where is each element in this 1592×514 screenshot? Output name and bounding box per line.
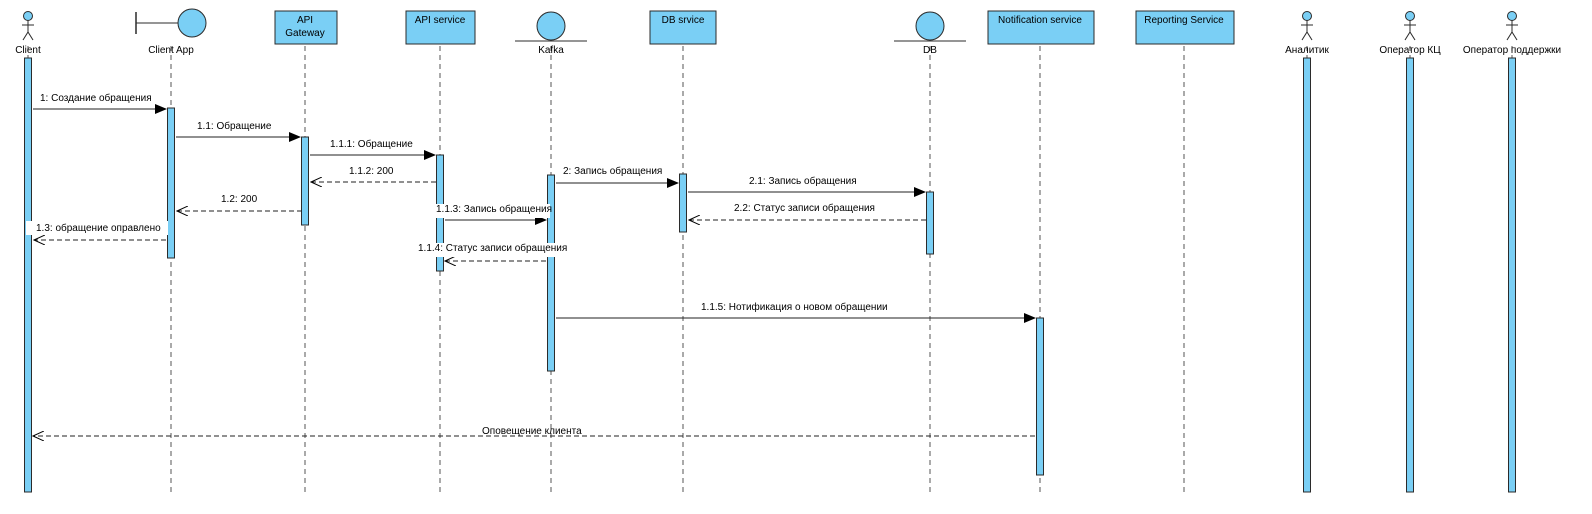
message-label-bg: [26, 221, 168, 235]
message-5: 2: Запись обращения: [556, 165, 679, 188]
message-6: 2.1: Запись обращения: [688, 175, 926, 197]
activation-client: [24, 57, 32, 493]
message-2: 1.1: Обращение: [176, 120, 301, 142]
activation-opkc: [1406, 57, 1414, 493]
message-9: 1.1.3: Запись обращения: [434, 203, 552, 225]
participant-notif[interactable]: Notification service: [987, 10, 1095, 45]
participant-analyst[interactable]: Аналитик: [1285, 11, 1329, 57]
message-12: 1.1.5: Нотификация о новом обращении: [556, 301, 1036, 323]
message-10: 1.3: обращение оправлено: [26, 221, 168, 240]
participant-name: Client App: [148, 45, 194, 56]
messages: 1: Создание обращения 1.1: Обращение 1.1.1…: [26, 90, 1036, 437]
activation-notif: [1036, 317, 1044, 476]
message-7: 1.2: 200: [177, 194, 302, 211]
boundary-icon: [135, 8, 207, 38]
entity-icon: [515, 11, 587, 42]
participant-name: Kafka: [538, 45, 564, 56]
participant-name: DB: [923, 45, 937, 56]
participant-name: Аналитик: [1285, 45, 1329, 56]
participant-opkc[interactable]: Оператор КЦ: [1379, 11, 1441, 57]
activation-dbsvc: [679, 173, 687, 233]
actor-icon: [1506, 11, 1518, 41]
message-1: 1: Создание обращения: [32, 90, 167, 114]
participant-name: Client: [15, 45, 41, 56]
participant-name: Reporting Service: [1144, 15, 1224, 26]
activation-analyst: [1303, 57, 1311, 493]
participant-client[interactable]: Client: [15, 11, 41, 57]
message-label: 1.2: 200: [221, 194, 258, 205]
activation-bars: [24, 57, 1516, 493]
message-4: 1.1.2: 200: [311, 166, 436, 182]
lifelines: [27, 46, 1513, 495]
participant-apisvc[interactable]: API service: [405, 10, 476, 45]
participant-db[interactable]: DB: [894, 11, 966, 56]
message-3: 1.1.1: Обращение: [310, 138, 436, 160]
participant-report[interactable]: Reporting Service: [1135, 10, 1235, 45]
actor-icon: [22, 11, 34, 41]
participant-box: [649, 10, 717, 45]
message-label: 1.1.4: Статус записи обращения: [418, 242, 567, 254]
participant-clientapp[interactable]: Client App: [135, 8, 207, 56]
message-label: 1: Создание обращения: [40, 92, 152, 104]
activation-clientapp: [167, 107, 175, 259]
message-label: 1.1.5: Нотификация о новом обращении: [701, 301, 888, 313]
message-label-bg: [416, 243, 570, 257]
activation-db: [926, 191, 934, 255]
message-label: 1.1.1: Обращение: [330, 138, 413, 150]
activation-kafka: [547, 174, 555, 372]
participant-box: [405, 10, 476, 45]
message-label: 2.1: Запись обращения: [749, 175, 857, 187]
participant-name: DB srvice: [662, 15, 705, 26]
message-label-bg: [434, 204, 550, 218]
entity-icon: [894, 11, 966, 42]
participant-kafka[interactable]: Kafka: [515, 11, 587, 56]
message-label: 1.1.3: Запись обращения: [436, 203, 552, 215]
message-label: 1.1.2: 200: [349, 166, 394, 177]
message-label: Оповещение клиента: [482, 426, 582, 437]
actor-icon: [1404, 11, 1416, 41]
actor-icon: [1301, 11, 1313, 41]
message-label: 2.2: Статус записи обращения: [734, 202, 875, 214]
message-label: 1.3: обращение оправлено: [36, 222, 161, 234]
participant-box: [987, 10, 1095, 45]
participant-name: Notification service: [998, 15, 1082, 26]
message-13: Оповещение клиента: [33, 426, 1035, 437]
participant-name: Оператор КЦ: [1379, 45, 1441, 56]
activation-gateway: [301, 136, 309, 226]
participant-name: Оператор поддержки: [1463, 45, 1561, 56]
participant-box: [1135, 10, 1235, 45]
activation-opsup: [1508, 57, 1516, 493]
participant-name: API service: [415, 15, 466, 26]
message-label: 2: Запись обращения: [563, 165, 662, 177]
message-label-bg: [32, 90, 160, 104]
participant-box: [274, 10, 338, 45]
message-11: 1.1.4: Статус записи обращения: [416, 242, 570, 261]
participant-dbsvc[interactable]: DB srvice: [649, 10, 717, 45]
participant-opsup[interactable]: Оператор поддержки: [1463, 11, 1561, 57]
message-8: 2.2: Статус записи обращения: [689, 202, 926, 220]
message-label: 1.1: Обращение: [197, 120, 272, 132]
